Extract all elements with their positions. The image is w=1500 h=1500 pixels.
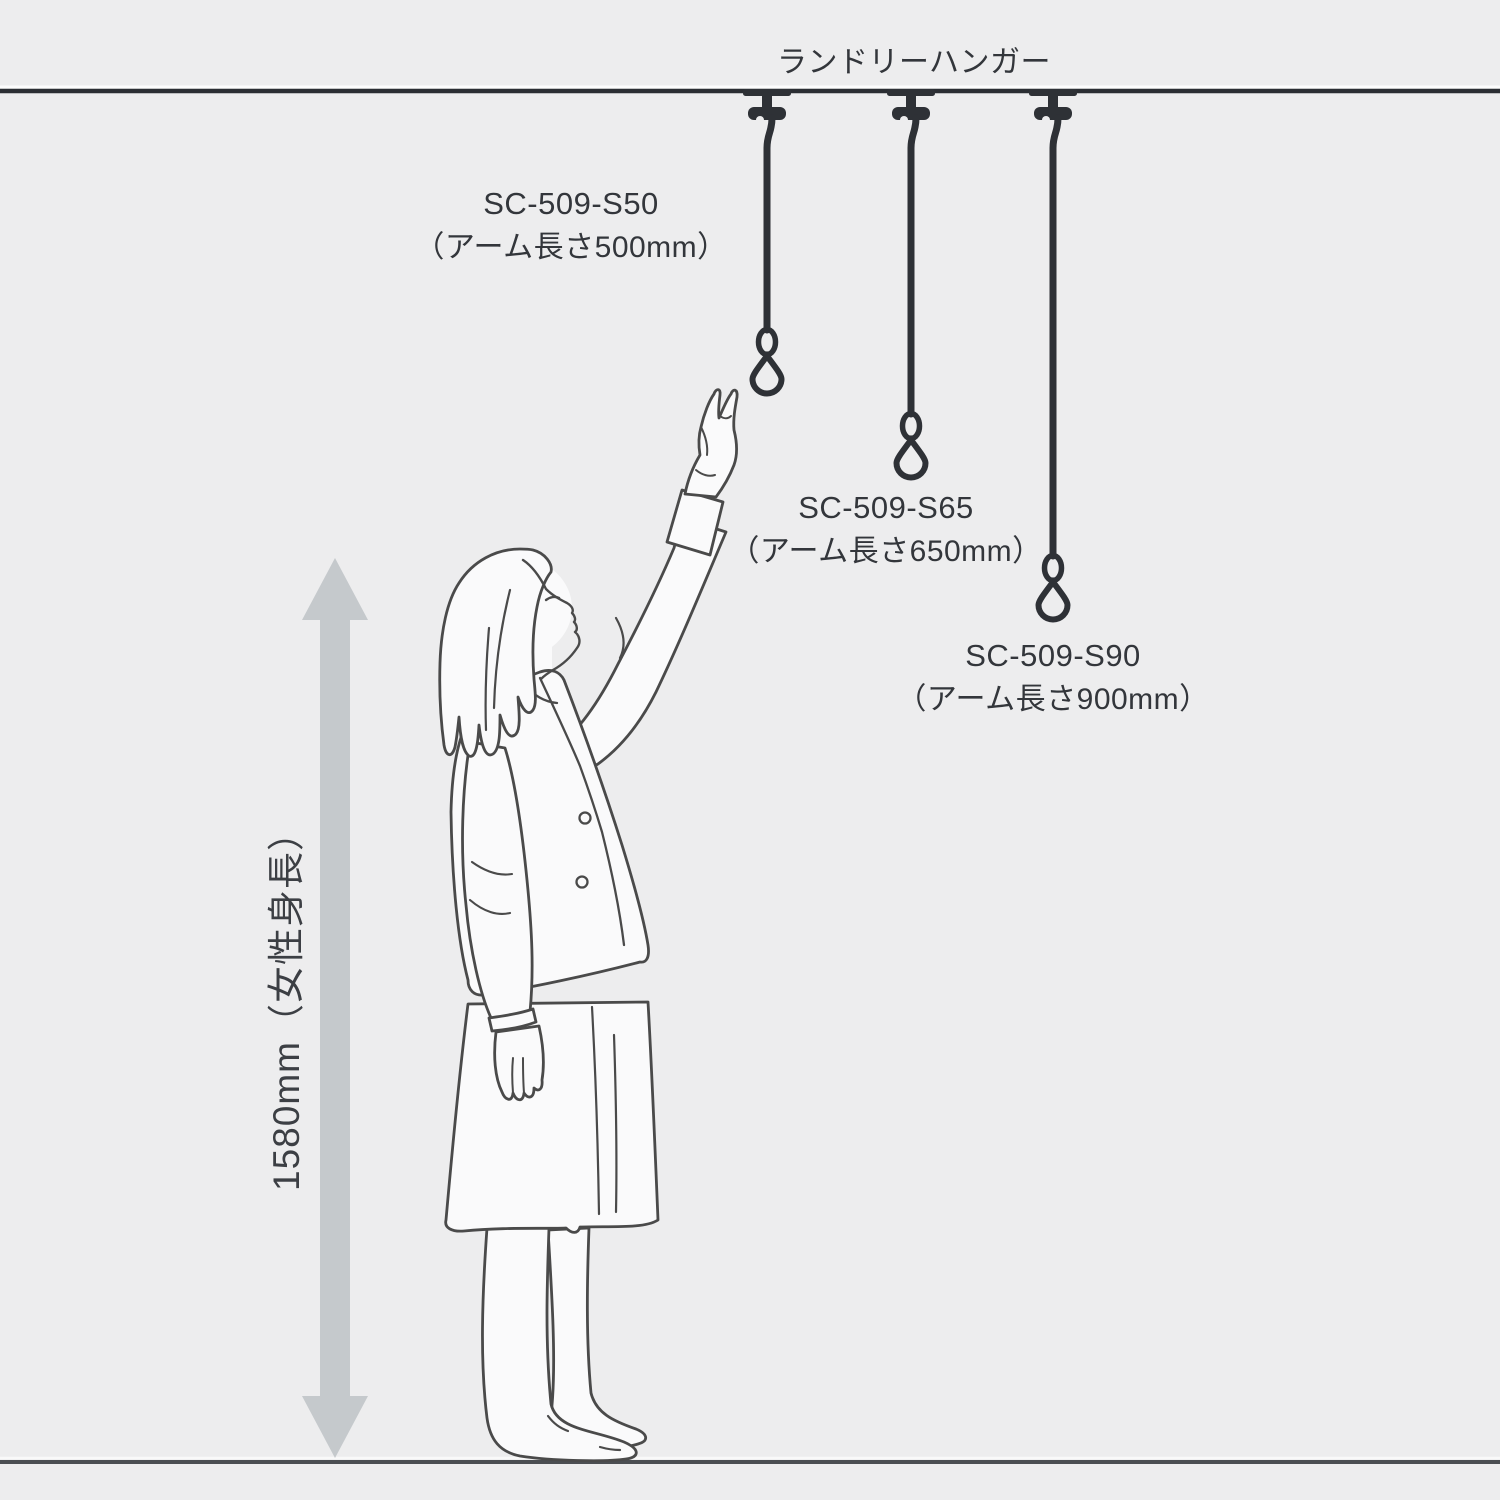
height-arrow xyxy=(302,558,368,1458)
model-name: SC-509-S50 xyxy=(483,186,659,221)
figure-hanging-hand xyxy=(493,1024,545,1102)
figure-face xyxy=(521,558,581,681)
jacket-button-top xyxy=(578,811,592,825)
jacket-button-bottom xyxy=(575,875,589,889)
figure-sleeve-cuff xyxy=(665,488,725,557)
hanger-s65-icon xyxy=(887,89,935,481)
arm-length: （アーム長さ650mm） xyxy=(729,535,1043,568)
model-name: SC-509-S90 xyxy=(965,638,1141,673)
figure-hair xyxy=(438,547,553,758)
height-dimension-label: 1580mm（女性身長） xyxy=(266,813,307,1191)
label-sc-509-s65: SC-509-S65 （アーム長さ650mm） xyxy=(729,486,1042,574)
hanger-s50-icon xyxy=(743,89,791,397)
figure-raised-hand xyxy=(683,388,739,499)
diagram-title: ランドリーハンガー xyxy=(777,46,1051,79)
label-sc-509-s90: SC-509-S90 （アーム長さ900mm） xyxy=(896,634,1209,722)
arm-length: （アーム長さ500mm） xyxy=(414,231,728,264)
floor-line xyxy=(0,1456,1500,1464)
model-name: SC-509-S65 xyxy=(798,490,974,525)
arm-length: （アーム長さ900mm） xyxy=(896,683,1210,716)
figure-front-leg xyxy=(481,1226,638,1463)
figure-skirt xyxy=(444,1000,660,1234)
figure-back-leg xyxy=(546,1226,648,1450)
woman-figure xyxy=(438,388,739,1463)
figure-raised-arm xyxy=(554,516,728,770)
hanger-s90-icon xyxy=(1029,89,1077,623)
label-sc-509-s50: SC-509-S50 （アーム長さ500mm） xyxy=(414,182,727,270)
